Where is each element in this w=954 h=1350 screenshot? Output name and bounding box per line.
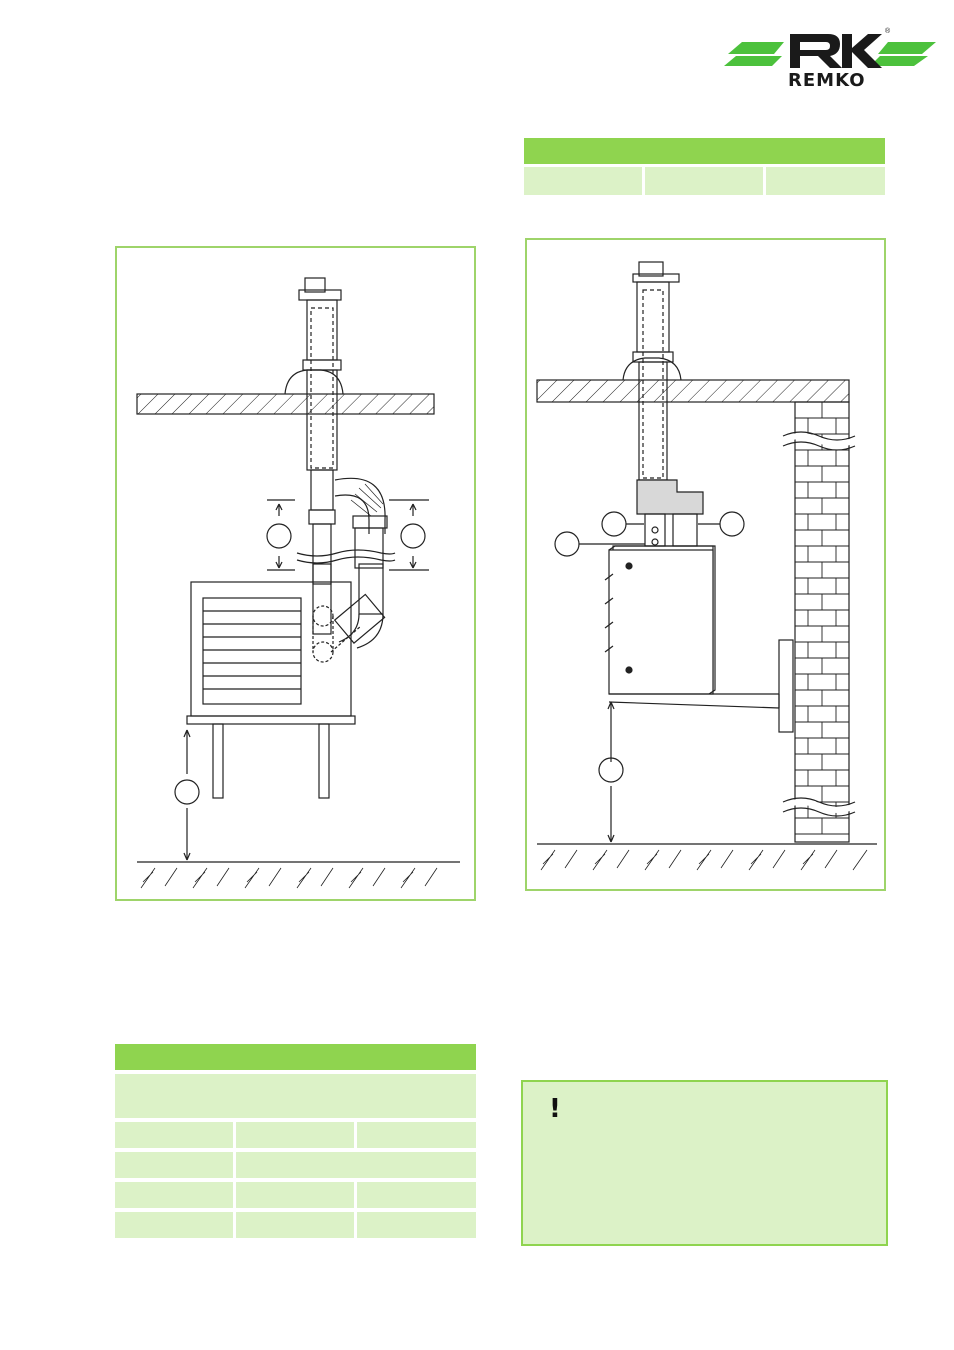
table-left-cell xyxy=(115,1152,233,1178)
table-left-cell xyxy=(236,1182,354,1208)
table-left-cell xyxy=(115,1182,233,1208)
table-left-cell xyxy=(357,1182,476,1208)
registered-mark: ® xyxy=(885,28,891,35)
table-left-cell xyxy=(236,1122,354,1148)
table-right-cell xyxy=(524,167,642,195)
table-right-cell xyxy=(645,167,763,195)
remko-logo-mark xyxy=(724,34,936,68)
table-right-header xyxy=(524,138,885,164)
floor-unit-drawing xyxy=(136,277,460,889)
table-left-cell xyxy=(115,1212,233,1238)
remko-logo xyxy=(724,28,938,94)
table-left-subheader xyxy=(115,1074,476,1118)
figure-wall-unit xyxy=(525,238,886,891)
table-left-cell xyxy=(357,1212,476,1238)
table-left-header xyxy=(115,1044,476,1070)
table-left-cell xyxy=(357,1122,476,1148)
table-left-cell xyxy=(236,1212,354,1238)
table-left-cell-wide xyxy=(236,1152,476,1178)
brand-name: REMKO xyxy=(788,70,866,91)
table-left-cell xyxy=(115,1122,233,1148)
figure-floor-unit xyxy=(115,246,476,901)
notice-box: ! xyxy=(521,1080,888,1246)
table-right-cell xyxy=(766,167,885,195)
exclamation-icon: ! xyxy=(549,1094,561,1124)
wall-unit-drawing xyxy=(536,261,877,871)
